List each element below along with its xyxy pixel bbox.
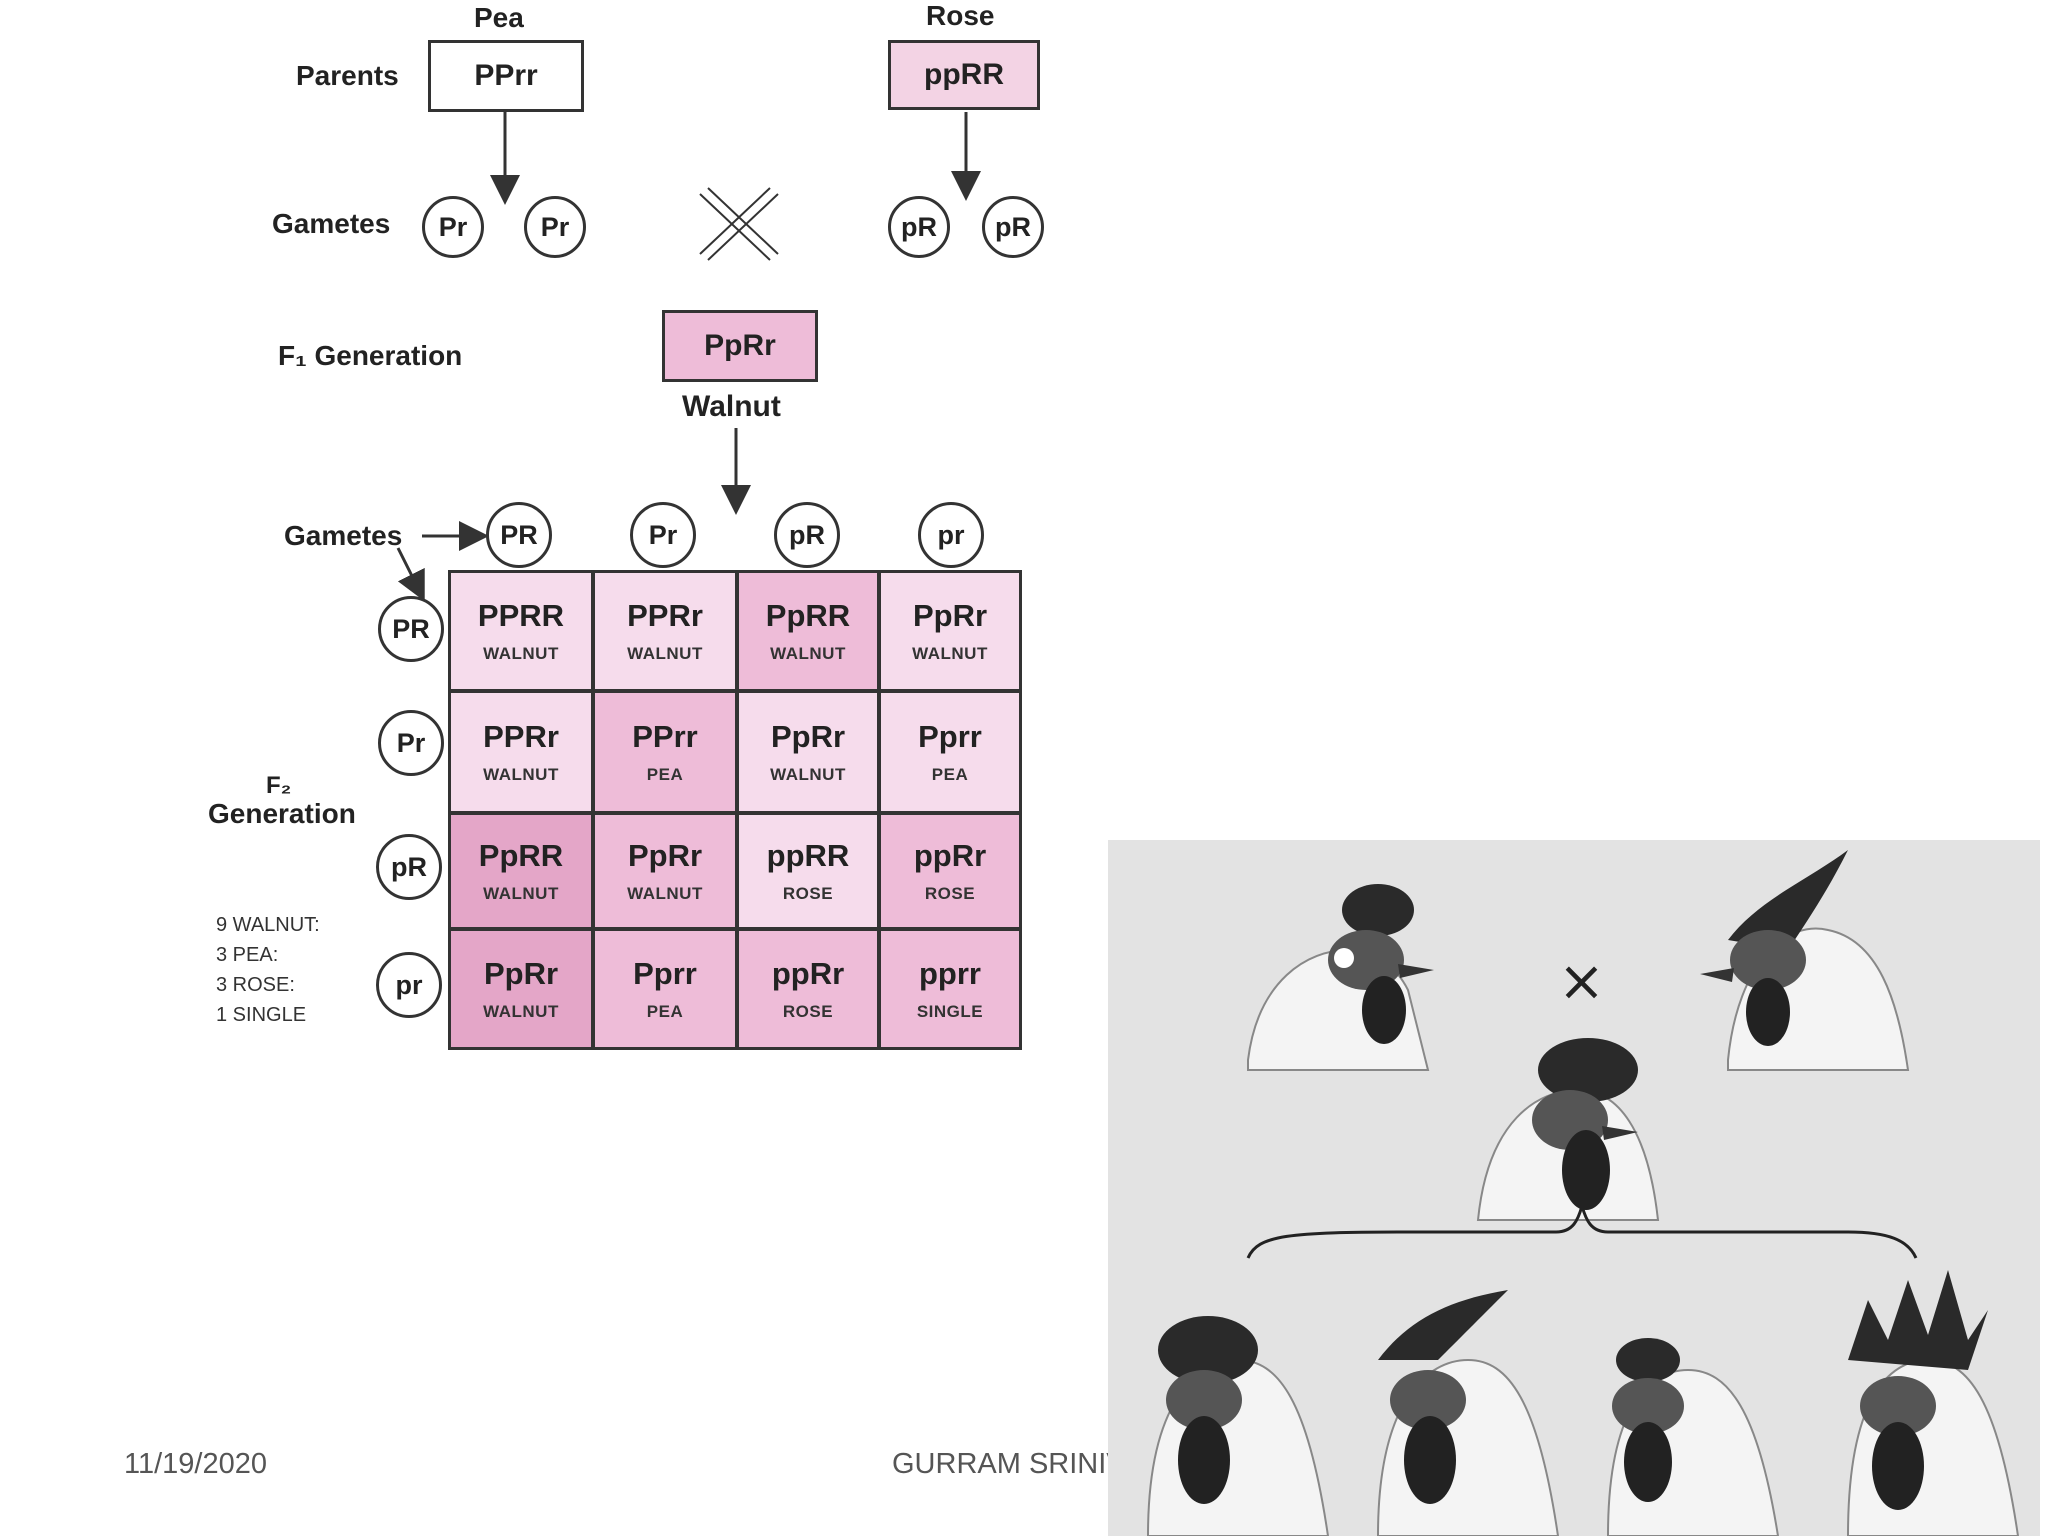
ratio-walnut: 9 WALNUT:: [216, 914, 320, 936]
f1-genotype-box: PpRr: [662, 310, 818, 382]
cell-phenotype: ROSE: [782, 1002, 834, 1021]
rooster-walnut-comb: [1476, 1038, 1660, 1221]
ratio-single: 1 SINGLE: [216, 1004, 307, 1026]
rose-label: Rose: [926, 0, 995, 31]
rose-gamete-2: pR: [982, 196, 1044, 258]
cell-genotype: ppRr: [771, 956, 845, 991]
column-gamete-1: PR: [486, 502, 552, 568]
gametes-label: Gametes: [272, 208, 391, 239]
cell-phenotype: WALNUT: [627, 644, 703, 663]
cell-genotype: ppRR: [766, 838, 850, 873]
cell-phenotype: ROSE: [924, 884, 976, 903]
rooster-comb-illustration: ×: [1108, 840, 2040, 1536]
cell-phenotype: WALNUT: [483, 1002, 559, 1021]
column-gamete-2: Pr: [630, 502, 696, 568]
offspring-walnut: [1146, 1316, 1330, 1536]
diagram-lines: [396, 112, 981, 602]
gametes-arrow-down: [396, 547, 425, 602]
column-gamete-3: pR: [774, 502, 840, 568]
cell-genotype: Pprr: [918, 719, 982, 754]
row-gamete-1: PR: [378, 596, 444, 662]
f1-phenotype-label: Walnut: [682, 390, 781, 423]
cell-phenotype: PEA: [931, 765, 969, 784]
cell-genotype: PPRr: [483, 719, 559, 754]
pea-gamete-1: Pr: [422, 196, 484, 258]
cell-genotype: PpRR: [765, 598, 851, 633]
f1-generation-label: F₁ Generation: [278, 340, 463, 371]
pea-genotype-box: PPrr: [428, 40, 584, 112]
rose-genotype-box: ppRR: [888, 40, 1040, 110]
cell-genotype: PpRR: [478, 838, 564, 873]
row-gamete-3: pR: [376, 834, 442, 900]
punnett-cell: PpRR WALNUT: [448, 812, 594, 930]
cell-phenotype: WALNUT: [483, 765, 559, 784]
cell-phenotype: PEA: [646, 765, 684, 784]
cell-phenotype: WALNUT: [627, 884, 703, 903]
ratio-rose: 3 ROSE:: [216, 974, 295, 996]
pea-gamete-2: Pr: [524, 196, 586, 258]
cell-genotype: PPRR: [477, 598, 565, 633]
offspring-rose: [1376, 1290, 1560, 1536]
offspring-single: [1846, 1270, 2020, 1536]
footer-date: 11/19/2020: [124, 1448, 267, 1480]
phenotype-ratio: 9 WALNUT: 3 PEA: 3 ROSE: 1 SINGLE: [216, 910, 320, 1030]
cell-phenotype: SINGLE: [916, 1002, 984, 1021]
cell-genotype: Pprr: [633, 956, 697, 991]
cell-phenotype: WALNUT: [770, 644, 846, 663]
cell-phenotype: WALNUT: [912, 644, 988, 663]
f2-label-line2: Generation: [208, 798, 356, 829]
cell-genotype: PpRr: [627, 838, 703, 873]
rooster-pea-comb: [1700, 850, 1910, 1071]
ratio-pea: 3 PEA:: [216, 944, 279, 966]
offspring-pea: [1606, 1338, 1780, 1536]
rooster-rose-comb: [1247, 884, 1434, 1071]
photo-cross-symbol: ×: [1558, 949, 1605, 1014]
cell-genotype: PpRr: [483, 956, 559, 991]
pea-label: Pea: [474, 2, 524, 33]
row-gamete-4: pr: [376, 952, 442, 1018]
punnett-cell: PpRR WALNUT: [736, 570, 880, 692]
parents-label: Parents: [296, 60, 399, 91]
rose-gamete-1: pR: [888, 196, 950, 258]
cell-genotype: PpRr: [770, 719, 846, 754]
cell-genotype: PPrr: [632, 719, 698, 754]
cell-genotype: PpRr: [912, 598, 988, 633]
cell-genotype: PPRr: [627, 598, 703, 633]
cell-genotype: ppRr: [913, 838, 987, 873]
cell-phenotype: PEA: [646, 1002, 684, 1021]
offspring-brace: [1246, 1200, 1918, 1259]
column-gamete-4: pr: [918, 502, 984, 568]
cell-phenotype: ROSE: [782, 884, 834, 903]
cell-genotype: pprr: [919, 956, 981, 991]
cross-icon: [699, 187, 779, 261]
f2-label-line1: F₂: [266, 772, 292, 799]
cell-phenotype: WALNUT: [483, 884, 559, 903]
f2-gametes-label: Gametes: [284, 520, 403, 551]
row-gamete-2: Pr: [378, 710, 444, 776]
punnett-cell: PPRR WALNUT: [448, 570, 594, 692]
cell-phenotype: WALNUT: [483, 644, 559, 663]
cell-phenotype: WALNUT: [770, 765, 846, 784]
punnett-cell: ppRR ROSE: [736, 812, 880, 930]
